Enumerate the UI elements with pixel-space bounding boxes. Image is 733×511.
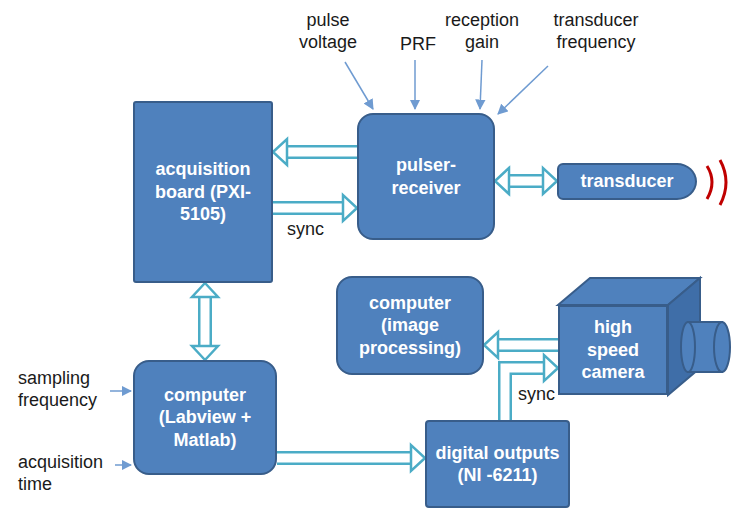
input-parameter-label: reception gain	[430, 10, 534, 53]
camera-front-face: high speed camera	[558, 305, 668, 395]
process-box: digital outputs (NI -6211)	[425, 420, 570, 508]
arrow-shaft-outline	[273, 201, 343, 215]
arrow-shaft	[509, 177, 543, 186]
block-arrow	[273, 139, 357, 165]
arrowhead	[411, 445, 425, 471]
leader-line	[480, 60, 482, 109]
leader-line	[345, 62, 373, 109]
signal-label: sync	[285, 219, 326, 241]
input-parameter-label: acquisition time	[18, 452, 118, 495]
leader-line	[115, 464, 131, 466]
arrowhead	[273, 139, 287, 165]
input-parameter-label: PRF	[400, 34, 436, 56]
wave-arc	[707, 166, 712, 199]
input-parameter-label: sampling frequency	[18, 368, 116, 411]
wave-arc	[720, 160, 726, 205]
arrowhead	[192, 346, 218, 360]
arrow-shaft-outline	[498, 338, 558, 352]
camera-lens-back	[681, 322, 695, 372]
arrow-shaft	[277, 454, 411, 463]
leader-line	[110, 390, 131, 392]
arrow-shaft	[287, 148, 357, 157]
arrowhead	[495, 168, 509, 194]
node-label: computer (image processing)	[344, 292, 476, 360]
camera-lens-front	[714, 322, 730, 372]
leader-line	[414, 60, 416, 109]
input-parameter-label: transducer frequency	[538, 10, 654, 53]
process-box: acquisition board (PXI-5105)	[133, 101, 273, 283]
process-box: pulser-receiver	[357, 113, 495, 240]
arrowhead	[192, 283, 218, 297]
block-arrow	[495, 168, 557, 194]
node-label: transducer	[580, 170, 673, 193]
signal-label: sync	[516, 384, 557, 406]
block-arrow	[505, 355, 558, 420]
node-label: pulser-receiver	[365, 154, 487, 199]
block-arrow	[484, 332, 558, 358]
arrow-shaft	[201, 297, 210, 346]
arrowhead	[543, 168, 557, 194]
arrow-shaft-outline	[198, 297, 212, 346]
arrow-shaft	[498, 341, 558, 350]
process-box: computer (Labview + Matlab)	[133, 360, 277, 475]
node-label: acquisition board (PXI-5105)	[141, 158, 265, 226]
node-label: computer (Labview + Matlab)	[141, 384, 269, 452]
block-arrow	[273, 195, 357, 221]
arrowhead	[484, 332, 498, 358]
block-arrow	[277, 445, 425, 471]
arrowhead	[544, 355, 558, 381]
node-label: high speed camera	[566, 316, 660, 384]
arrow-shaft	[273, 204, 343, 213]
arrow-shaft-outline	[509, 174, 543, 188]
camera-side-face	[668, 278, 700, 395]
transducer-cylinder: transducer	[557, 163, 697, 200]
block-arrow	[192, 283, 218, 360]
node-label: digital outputs (NI -6211)	[433, 442, 562, 487]
arrow-shaft-outline	[287, 145, 357, 159]
arrow-shaft-outline	[277, 451, 411, 465]
leader-line	[498, 66, 548, 114]
process-box: computer (image processing)	[336, 276, 484, 375]
input-parameter-label: pulse voltage	[283, 10, 373, 53]
arrowhead	[343, 195, 357, 221]
